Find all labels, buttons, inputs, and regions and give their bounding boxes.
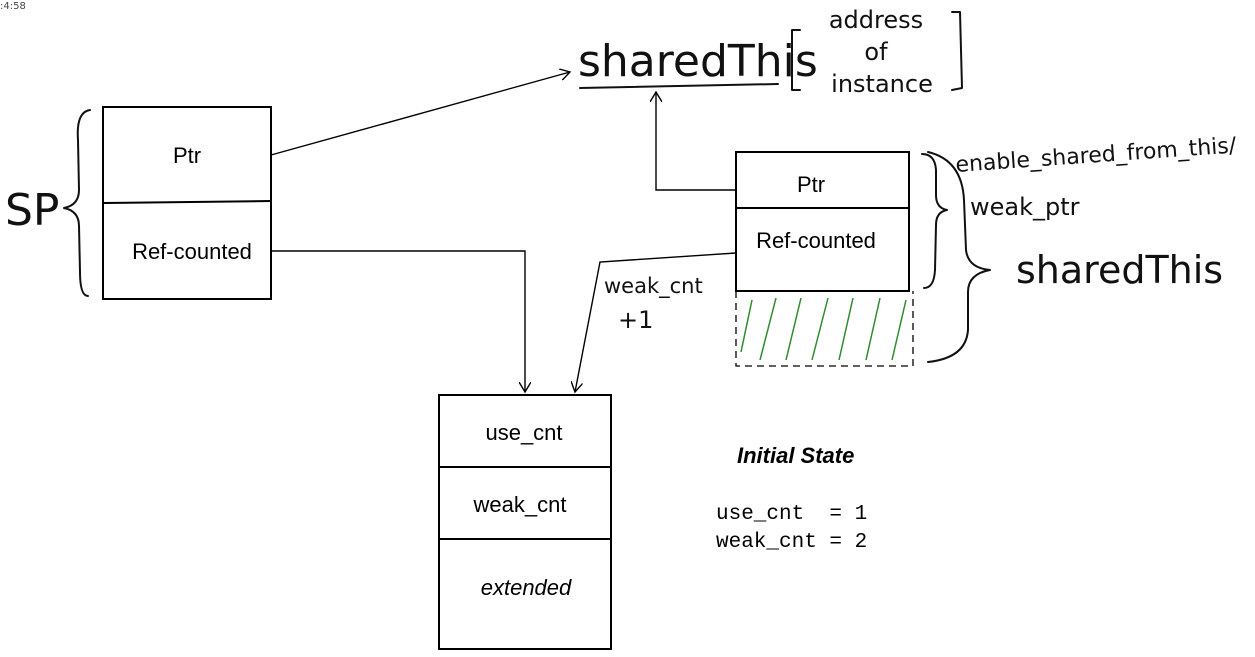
- weak-outer-brace: [927, 151, 991, 363]
- weak-outer-brace-label: sharedThis: [1016, 248, 1223, 292]
- shared-this-underline: [579, 83, 779, 89]
- shared-this-title: sharedThis: [578, 36, 818, 87]
- weak-edge-label-2: +1: [618, 306, 653, 334]
- shared-this-bracket-line1: address: [829, 6, 923, 34]
- weak-refcount-label: Ref-counted: [756, 228, 876, 253]
- weak-brace-label-2: weak_ptr: [970, 193, 1080, 221]
- weak-inner-brace: [921, 153, 948, 289]
- object-extension-hatch: [735, 291, 914, 367]
- state-title: Initial State: [737, 443, 854, 468]
- sp-brace: [63, 109, 91, 297]
- weak-block: Ptr Ref-counted: [735, 151, 910, 292]
- sp-divider: [102, 200, 272, 204]
- weak-cnt-label: weak_cnt: [473, 492, 567, 517]
- weak-edge-label-1: weak_cnt: [604, 274, 703, 299]
- shared-this-bracket-line2: of: [864, 38, 888, 66]
- arrow-sp-ptr-to-shared-this: [270, 72, 570, 156]
- shared-this-group: sharedThis address of instance: [578, 6, 963, 98]
- state-line-1: use_cnt = 1: [716, 503, 867, 526]
- arrow-weak-ptr-to-shared-this: [656, 92, 736, 191]
- shared-this-left-bracket: [791, 29, 801, 91]
- control-block: use_cnt weak_cnt extended: [438, 394, 612, 650]
- arrow-sp-refcount-to-control: [271, 250, 525, 392]
- timestamp: :4:58: [0, 1, 26, 12]
- weak-ptr-label: Ptr: [797, 172, 825, 197]
- extended-label: extended: [481, 575, 572, 600]
- sp-brace-label: SP: [5, 185, 59, 236]
- weak-brace-label-1: enable_shared_from_this/: [955, 133, 1238, 178]
- state-line-2: weak_cnt = 2: [716, 531, 867, 554]
- sp-block: Ptr Ref-counted: [102, 106, 272, 300]
- shared-this-bracket-line3: instance: [831, 70, 933, 98]
- sp-refcount-label: Ref-counted: [132, 239, 252, 264]
- control-box: [438, 394, 612, 650]
- sp-ptr-label: Ptr: [173, 143, 201, 168]
- arrow-weak-refcount-to-control: [575, 252, 737, 392]
- weak-box: [735, 151, 910, 292]
- shared-this-right-bracket: [951, 11, 963, 91]
- use-cnt-label: use_cnt: [485, 420, 562, 445]
